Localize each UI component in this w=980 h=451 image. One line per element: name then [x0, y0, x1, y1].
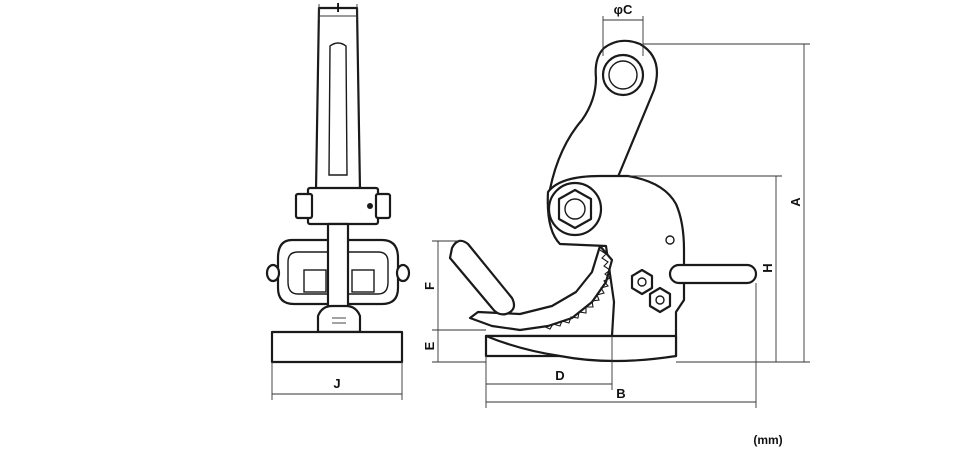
front-nut-left: [294, 192, 314, 220]
side-small-screw: [665, 235, 675, 245]
dim-label-j: J: [333, 376, 340, 391]
front-dimensions: I J: [271, 0, 403, 400]
dim-label-h: H: [760, 263, 775, 272]
side-main-body: [484, 174, 686, 358]
dim-label-i: I: [336, 0, 340, 15]
front-view: [265, 6, 411, 364]
dim-label-c: φC: [614, 2, 633, 17]
front-inner-block-right: [351, 269, 375, 293]
side-nut-upper-hole: [637, 277, 647, 287]
front-bolt-dot: [367, 203, 373, 209]
unit-label: (mm): [753, 433, 782, 447]
side-right-handle: [668, 263, 758, 285]
side-left-handle: [448, 239, 516, 316]
front-inner-block-left: [303, 269, 327, 293]
dim-label-b: B: [616, 386, 625, 401]
front-plate: [270, 330, 404, 364]
front-nut-right: [374, 192, 392, 220]
front-pin-right: [395, 263, 411, 283]
front-jaw-foot: [316, 304, 362, 334]
side-nut-lower-hole: [655, 295, 665, 305]
dim-label-e: E: [422, 341, 437, 350]
side-dimensions: φC A H F E D B: [422, 2, 810, 408]
dim-label-f: F: [422, 282, 437, 290]
dim-label-a: A: [788, 197, 803, 207]
front-pin-left: [265, 263, 281, 283]
side-eye-hole: [608, 60, 638, 90]
side-view: [448, 39, 758, 363]
dim-label-d: D: [555, 368, 564, 383]
side-jaw-bar: [484, 334, 678, 363]
side-pivot-center: [564, 198, 586, 220]
front-eye-slot: [328, 42, 348, 176]
side-cam-teeth: [542, 249, 612, 330]
front-center-shaft: [326, 222, 350, 318]
